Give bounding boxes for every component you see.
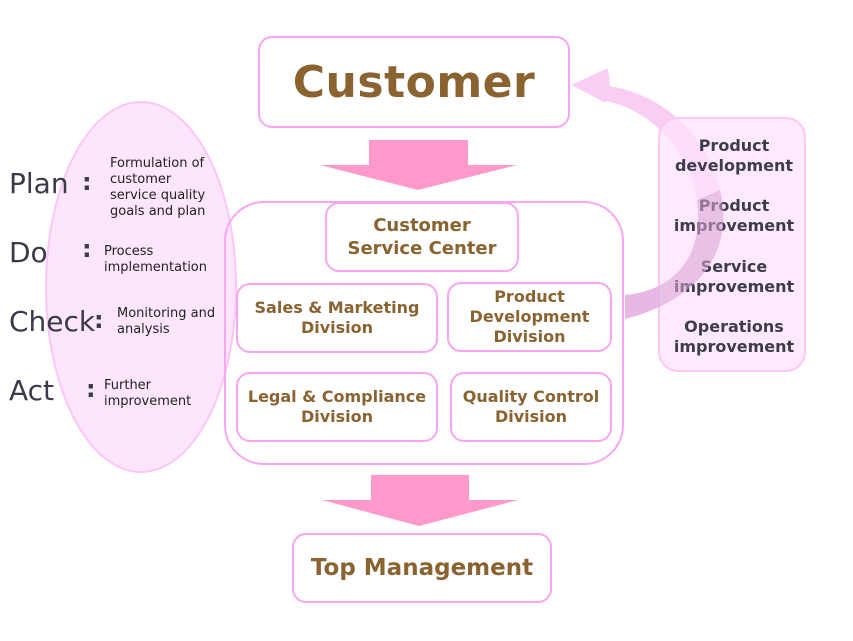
top-management-box: Top Management xyxy=(292,533,552,603)
top-management-label: Top Management xyxy=(310,555,534,581)
pdca-ellipse xyxy=(45,101,237,473)
division-label: Sales & Marketing Division xyxy=(254,298,420,337)
improvement-item: Product development xyxy=(674,136,794,175)
pdca-do-colon: : xyxy=(82,235,92,263)
customer-box: Customer xyxy=(258,36,570,128)
division-label: Quality Control Division xyxy=(462,387,600,426)
customer-service-center-box: Customer Service Center xyxy=(325,202,519,272)
pdca-check-colon: : xyxy=(94,306,104,334)
pdca-plan-description: Formulation of customer service quality … xyxy=(110,156,206,219)
legal-compliance-division-box: Legal & Compliance Division xyxy=(236,372,438,442)
product-development-division-box: Product Development Division xyxy=(447,282,612,352)
pdca-plan-colon: : xyxy=(82,168,92,196)
sales-marketing-division-box: Sales & Marketing Division xyxy=(236,283,438,353)
customer-label: Customer xyxy=(292,56,536,108)
pdca-act-colon: : xyxy=(86,375,96,403)
quality-control-division-box: Quality Control Division xyxy=(450,372,612,442)
pdca-do-description: Process implementation xyxy=(104,244,208,275)
improvements-panel: Product development Product improvement … xyxy=(658,117,806,372)
pdca-plan-word: Plan xyxy=(9,167,69,200)
pdca-act-description: Further improvement xyxy=(104,378,192,409)
division-label: Legal & Compliance Division xyxy=(247,387,427,426)
improvement-item: Service improvement xyxy=(673,257,795,296)
division-label: Product Development Division xyxy=(469,287,590,346)
down-arrow-icon xyxy=(320,140,517,190)
pdca-check-word: Check xyxy=(9,305,96,338)
customer-service-center-label: Customer Service Center xyxy=(347,215,497,259)
pdca-act-word: Act xyxy=(9,374,55,407)
pdca-check-description: Monitoring and analysis xyxy=(117,306,216,337)
down-arrow-icon xyxy=(322,475,518,526)
pdca-do-word: Do xyxy=(9,236,48,269)
improvement-item: Product improvement xyxy=(673,196,795,235)
improvement-item: Operations improvement xyxy=(673,317,795,356)
